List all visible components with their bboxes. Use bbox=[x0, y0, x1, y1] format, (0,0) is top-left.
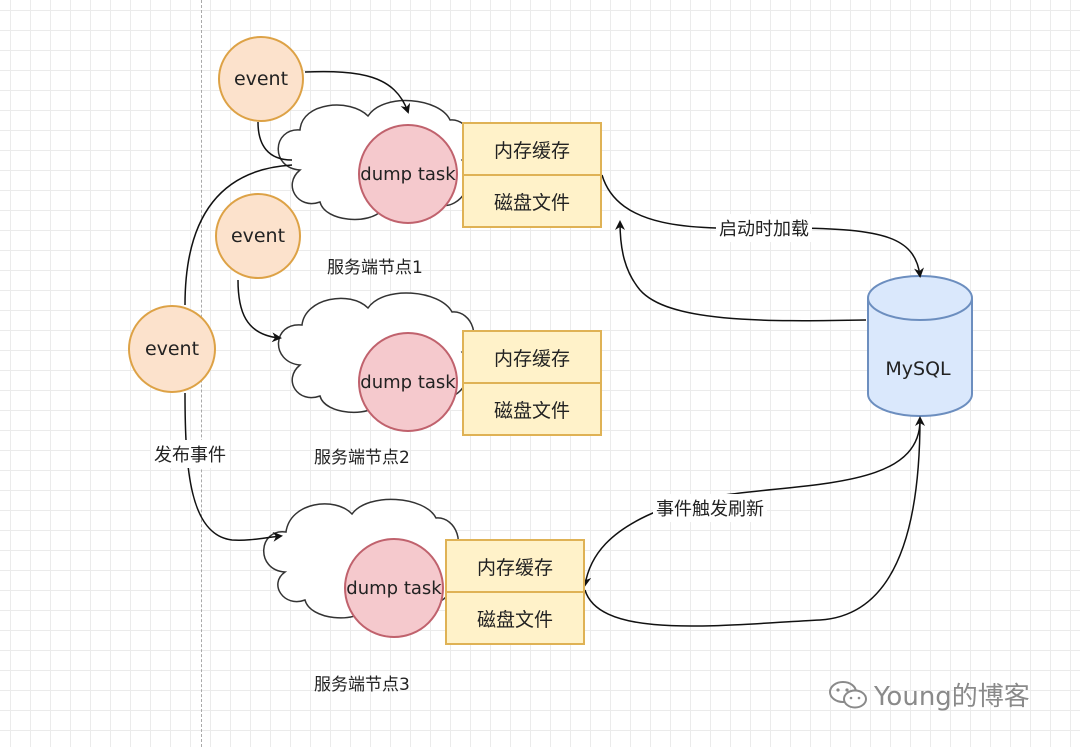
storage-node3: 内存缓存 磁盘文件 bbox=[445, 539, 585, 645]
arrow-mysql-to-node1 bbox=[615, 220, 867, 322]
storage-node1: 内存缓存 磁盘文件 bbox=[462, 122, 602, 228]
wechat-icon bbox=[829, 680, 867, 708]
arrow-event-to-node1 bbox=[304, 70, 411, 114]
node1-label: 服务端节点1 bbox=[327, 258, 423, 278]
dump-task-node2: dump task bbox=[358, 332, 458, 432]
node2-label: 服务端节点2 bbox=[314, 448, 410, 468]
line-event-to-cloud1 bbox=[257, 121, 293, 161]
event-circle-left: event bbox=[128, 305, 216, 393]
watermark-text: Young的博客 bbox=[874, 682, 1030, 712]
dump-task-node3: dump task bbox=[344, 538, 444, 638]
dump-task-node1: dump task bbox=[358, 124, 458, 224]
watermark: Young的博客 bbox=[828, 676, 1030, 713]
event-circle-middle: event bbox=[215, 193, 301, 279]
memory-cache-cell: 内存缓存 bbox=[493, 347, 570, 370]
publish-event-label: 发布事件 bbox=[151, 440, 229, 468]
memory-cache-cell: 内存缓存 bbox=[476, 556, 553, 579]
memory-cache-cell: 内存缓存 bbox=[493, 139, 570, 162]
arrow-event-to-node2 bbox=[237, 279, 282, 343]
mysql-database bbox=[867, 275, 973, 417]
arrow-node3-to-mysql bbox=[584, 416, 925, 627]
disk-file-cell: 磁盘文件 bbox=[447, 591, 583, 643]
event-refresh-label: 事件触发刷新 bbox=[653, 494, 767, 522]
node3-label: 服务端节点3 bbox=[314, 675, 410, 695]
storage-node2: 内存缓存 磁盘文件 bbox=[462, 330, 602, 436]
event-circle-top: event bbox=[218, 36, 304, 122]
load-on-start-label: 启动时加载 bbox=[716, 214, 812, 242]
line-left-event-to-cloud1 bbox=[184, 164, 293, 306]
mysql-label: MySQL bbox=[885, 358, 951, 380]
disk-file-cell: 磁盘文件 bbox=[464, 382, 600, 434]
disk-file-cell: 磁盘文件 bbox=[464, 174, 600, 226]
